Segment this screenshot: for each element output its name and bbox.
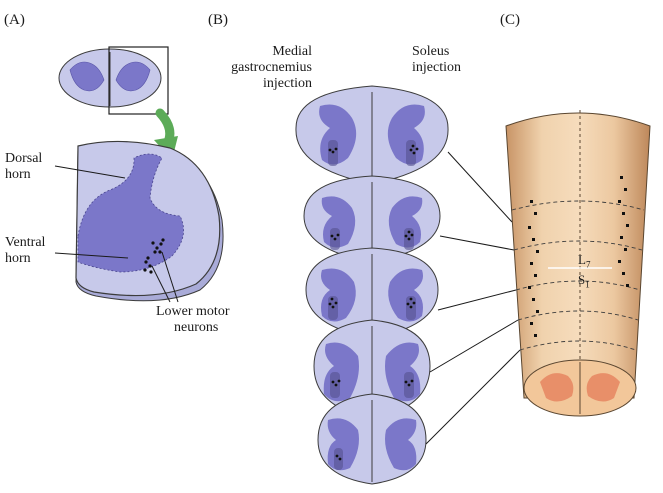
segment-label-upper: L7 — [578, 252, 591, 270]
motor-neuron-dots — [143, 238, 165, 274]
cross-section-3 — [305, 247, 439, 339]
panel-b-letter: (B) — [208, 12, 228, 28]
small-cross-section — [58, 48, 162, 108]
cross-section-5 — [317, 393, 427, 485]
neuron-columns — [528, 176, 629, 337]
panel-c — [505, 110, 651, 417]
panel-a-letter: (A) — [4, 12, 25, 28]
cross-section-4 — [313, 319, 431, 419]
segment-label-lower: S1 — [578, 272, 590, 290]
spinal-cord-segment — [505, 112, 651, 399]
soleus-label: Soleus injection — [412, 44, 461, 75]
gray-matter — [77, 153, 184, 273]
dorsal-horn-label: Dorsal horn — [5, 151, 43, 182]
medial-gastrocnemius-label: Medial gastrocnemius injection — [231, 44, 312, 91]
hemisection — [54, 140, 224, 303]
cross-section-2 — [303, 175, 441, 263]
section-leaders — [425, 151, 521, 445]
panel-b — [295, 85, 521, 485]
panel-c-letter: (C) — [500, 12, 520, 28]
panel-a — [54, 46, 224, 303]
zoom-box — [108, 46, 169, 115]
ventral-horn-label: Ventral horn — [5, 235, 46, 266]
label-leaders-a — [54, 165, 179, 303]
cross-section-1 — [295, 85, 449, 185]
labeled-neuron-clusters — [328, 144, 419, 461]
lower-motor-neurons-label: Lower motor neurons — [156, 304, 230, 335]
